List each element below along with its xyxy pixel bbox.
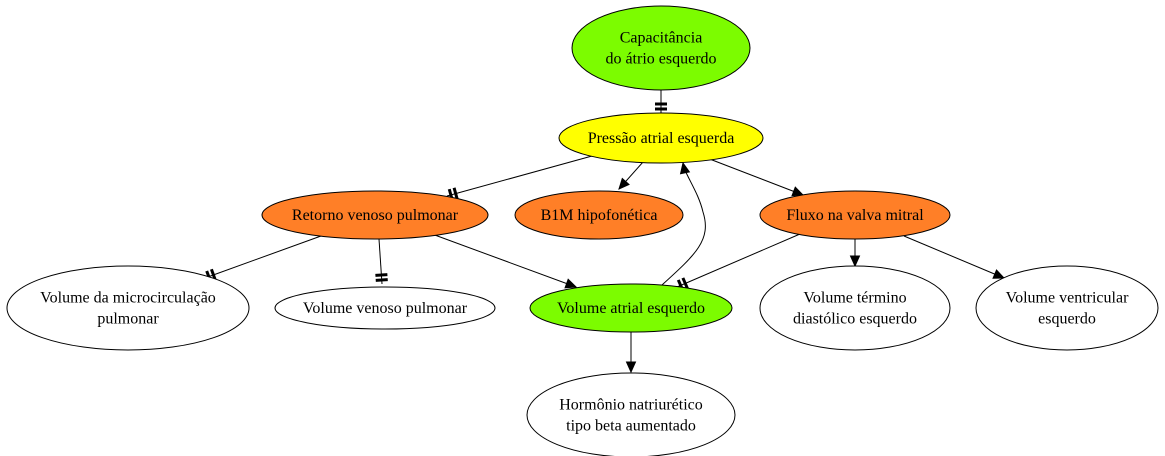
node-label-line: Fluxo na valva mitral — [786, 207, 924, 224]
edge-line — [676, 233, 801, 288]
edge-line — [706, 157, 804, 196]
edge-line — [431, 233, 577, 288]
arrowhead — [625, 361, 637, 374]
node-label-line: Volume da microcirculação — [40, 290, 216, 307]
inhibit-marker-bar-1 — [375, 278, 388, 282]
inhibit-marker-bar-2 — [681, 277, 690, 290]
node-label-line: Volume término — [803, 290, 906, 307]
node-ellipse — [6, 265, 250, 351]
node-label-line: Hormônio natriurético — [559, 397, 703, 414]
node-vol-termino: Volume término diastólico esquerdo — [759, 265, 951, 351]
node-label-line: do átrio esquerdo — [605, 51, 716, 68]
node-capacitancia: Capacitância do átrio esquerdo — [571, 5, 751, 91]
node-ellipse — [529, 283, 733, 333]
node-fluxo: Fluxo na valva mitral — [759, 190, 951, 240]
edge-fluxo-to-vol-termino — [849, 239, 861, 268]
node-label-line: Volume ventricular — [1006, 290, 1129, 307]
edge-line — [446, 155, 593, 197]
node-vol-micro: Volume da microcirculação pulmonar — [6, 265, 250, 351]
edge-pressao-to-b1m — [618, 161, 644, 190]
arrowhead — [679, 161, 691, 175]
edge-vol-atrial-to-hormonio — [625, 332, 637, 374]
node-ellipse — [571, 5, 751, 91]
node-label-line: Pressão atrial esquerda — [588, 130, 735, 147]
edge-fluxo-to-vol-ventricular — [903, 235, 1006, 279]
node-label-line: diastólico esquerdo — [793, 311, 917, 328]
node-label-line: esquerdo — [1038, 311, 1096, 328]
node-label-line: Retorno venoso pulmonar — [292, 207, 459, 224]
node-ellipse — [261, 190, 489, 240]
node-pressao: Pressão atrial esquerda — [558, 112, 764, 164]
node-ellipse — [558, 112, 764, 164]
edge-line — [204, 235, 322, 279]
node-label-line: Capacitância — [620, 30, 703, 47]
node-ellipse — [759, 190, 951, 240]
node-ellipse — [759, 265, 951, 351]
edge-capacitancia-to-pressao — [655, 90, 667, 113]
edge-retorno-to-vol-micro — [204, 235, 322, 283]
arrowhead — [564, 278, 578, 289]
edge-line — [378, 238, 383, 285]
edge-line — [661, 167, 706, 286]
node-ellipse — [526, 372, 736, 456]
edge-vol-atrial-to-pressao — [661, 161, 706, 286]
edge-pressao-to-fluxo — [706, 157, 805, 197]
inhibit-marker-bar-2 — [452, 187, 459, 200]
edge-line — [903, 235, 1005, 279]
node-label-line: Volume atrial esquerdo — [557, 300, 705, 317]
node-ellipse — [514, 190, 684, 240]
node-label-line: pulmonar — [97, 311, 159, 328]
node-vol-ventricular: Volume ventricular esquerdo — [975, 265, 1159, 351]
inhibit-marker-bar-2 — [375, 273, 388, 277]
arrowhead — [791, 186, 805, 197]
node-ellipse — [975, 265, 1159, 351]
node-label-line: B1M hipofonética — [541, 207, 658, 224]
node-ellipse — [274, 286, 496, 330]
arrowhead — [618, 177, 630, 190]
node-vol-venoso: Volume venoso pulmonar — [274, 286, 496, 330]
node-label-line: Volume venoso pulmonar — [303, 300, 468, 317]
edge-retorno-to-vol-venoso — [375, 238, 388, 285]
edge-retorno-to-vol-atrial — [431, 233, 578, 289]
node-b1m: B1M hipofonética — [514, 190, 684, 240]
node-label-line: tipo beta aumentado — [566, 418, 696, 435]
node-vol-atrial: Volume atrial esquerdo — [529, 283, 733, 333]
arrowhead — [849, 255, 861, 268]
node-retorno: Retorno venoso pulmonar — [261, 190, 489, 240]
node-hormonio: Hormônio natriurético tipo beta aumentado — [526, 372, 736, 456]
arrowhead — [992, 269, 1006, 279]
